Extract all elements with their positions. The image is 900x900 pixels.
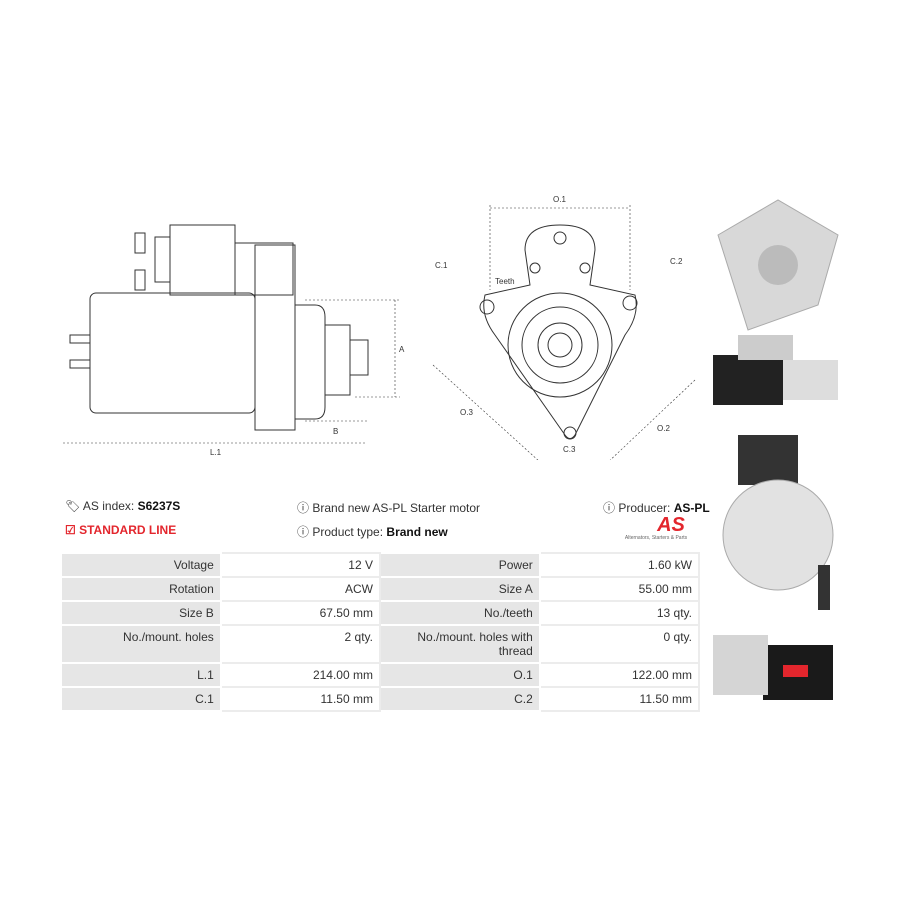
standard-line-badge: ☑ STANDARD LINE	[65, 523, 177, 537]
spec-label: Voltage	[60, 552, 222, 578]
description: ⓘ Brand new AS-PL Starter motor	[297, 501, 480, 515]
as-index: 🏷 AS index: S6237S	[65, 499, 181, 513]
spec-label: O.1	[378, 662, 541, 688]
info-icon: ⓘ	[603, 501, 616, 515]
tags-icon: 🏷	[65, 499, 81, 513]
spec-value: 13 qty.	[538, 600, 701, 626]
producer: ⓘ Producer: AS-PL	[603, 501, 710, 515]
dim-o2: O.2	[657, 424, 670, 433]
spec-value: 2 qty.	[219, 624, 381, 664]
dim-b: B	[333, 427, 338, 436]
dim-c3: C.3	[563, 445, 576, 454]
spec-value: 67.50 mm	[219, 600, 381, 626]
dim-o1: O.1	[553, 195, 566, 204]
photo-side	[713, 335, 838, 405]
dim-a: A	[399, 345, 405, 354]
spec-label: Size B	[60, 600, 222, 626]
spec-value: 11.50 mm	[538, 686, 701, 712]
dim-o3: O.3	[460, 408, 473, 417]
spec-value: 0 qty.	[538, 624, 701, 664]
product-type: ⓘ Product type: Brand new	[297, 525, 448, 539]
dim-c2: C.2	[670, 257, 683, 266]
dim-c1: C.1	[435, 261, 448, 270]
spec-value: ACW	[219, 576, 381, 602]
spec-value: 1.60 kW	[538, 552, 701, 578]
spec-label: Size A	[378, 576, 541, 602]
spec-value: 11.50 mm	[219, 686, 381, 712]
spec-label: No./mount. holes with thread	[378, 624, 541, 664]
spec-value: 12 V	[219, 552, 381, 578]
spec-value: 214.00 mm	[219, 662, 381, 688]
checkbox-icon: ☑	[65, 523, 76, 537]
spec-label: C.2	[378, 686, 541, 712]
info-icon: ⓘ	[297, 501, 310, 515]
spec-label: No./teeth	[378, 600, 541, 626]
as-pl-logo: AS Alternators, Starters & Parts	[624, 514, 688, 541]
front-view-drawing: O.1 C.1 C.2 Teeth O.3 O.2 C.3	[432, 195, 696, 460]
photo-rear	[722, 435, 834, 610]
photo-front	[717, 199, 839, 331]
spec-label: Rotation	[60, 576, 222, 602]
side-view-drawing: L.1 B A	[63, 224, 405, 457]
spec-label: No./mount. holes	[60, 624, 222, 664]
spec-label: C.1	[60, 686, 222, 712]
spec-label: L.1	[60, 662, 222, 688]
dim-l1: L.1	[210, 448, 222, 457]
spec-value: 122.00 mm	[538, 662, 701, 688]
info-icon: ⓘ	[297, 525, 310, 539]
product-photos	[713, 199, 839, 700]
spec-value: 55.00 mm	[538, 576, 701, 602]
spec-label: Power	[378, 552, 541, 578]
photo-angle	[713, 635, 833, 700]
label-teeth: Teeth	[495, 277, 515, 286]
